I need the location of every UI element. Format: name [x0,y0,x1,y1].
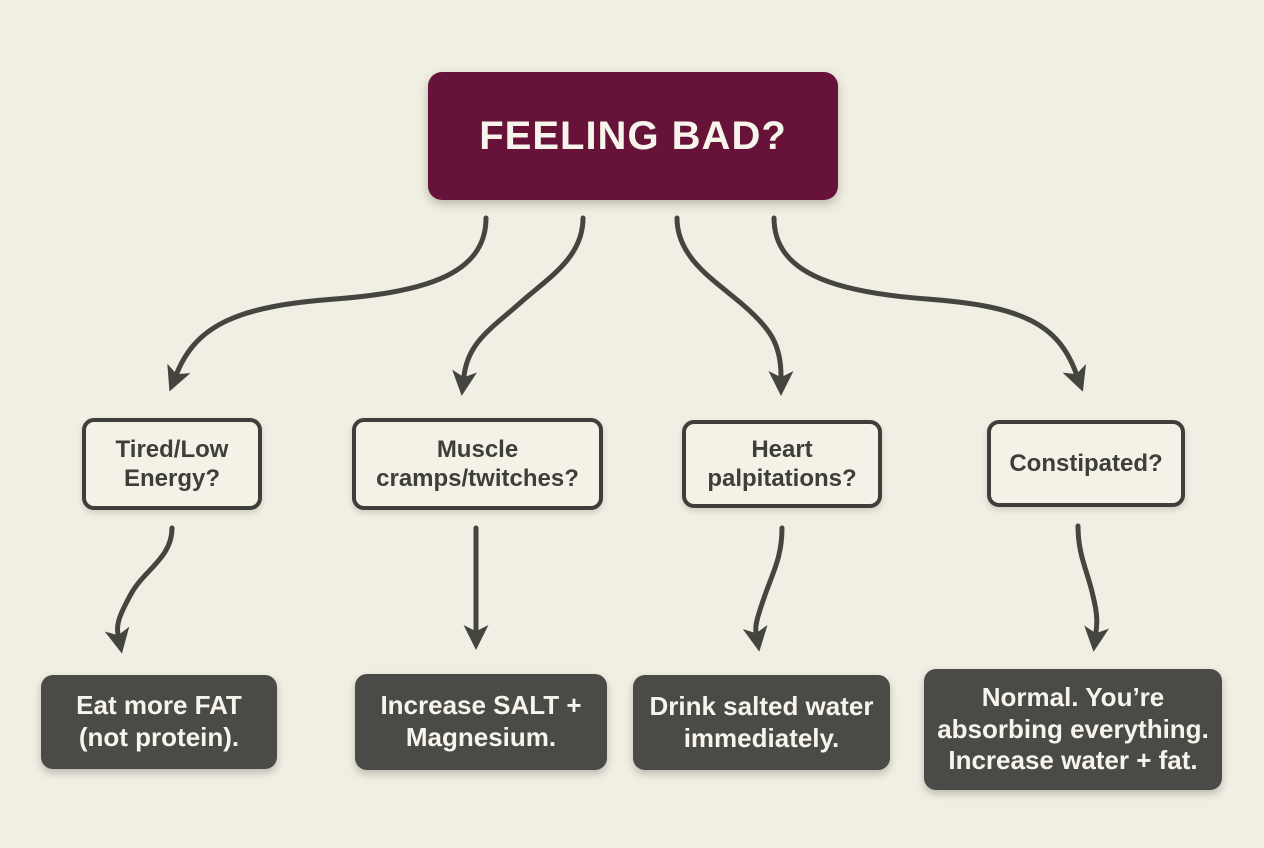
node-root: FEELING BAD? [428,72,838,200]
edge-root-q1 [167,215,489,392]
node-answer-normal: Normal. You’re absorbing everything. Inc… [924,669,1222,790]
node-question-palpitations: Heart palpitations? [682,420,882,508]
node-root-label: FEELING BAD? [479,113,787,158]
node-answer-water: Drink salted water immediately. [633,675,890,770]
node-answer-salt: Increase SALT + Magnesium. [355,674,607,770]
edge-q1-a1 [104,525,175,654]
node-answer-label: Normal. You’re absorbing everything. Inc… [937,681,1209,776]
node-question-label: Muscle cramps/twitches? [376,435,579,492]
node-question-label: Tired/Low Energy? [115,435,229,492]
node-answer-label: Eat more FAT (not protein). [76,690,242,752]
edge-q3-a3 [742,525,785,652]
node-answer-label: Drink salted water immediately. [649,690,874,753]
edge-root-q2 [452,215,586,396]
node-question-label: Heart palpitations? [707,435,857,492]
node-question-constipated: Constipated? [987,420,1185,507]
node-question-label: Constipated? [1009,449,1163,477]
edge-q4-a4 [1075,523,1110,652]
node-answer-fat: Eat more FAT (not protein). [41,675,277,769]
edge-root-q4 [771,215,1087,392]
node-question-tired: Tired/Low Energy? [82,418,262,510]
node-question-cramps: Muscle cramps/twitches? [352,418,603,510]
edge-root-q3 [674,215,794,396]
node-answer-label: Increase SALT + Magnesium. [380,690,582,752]
